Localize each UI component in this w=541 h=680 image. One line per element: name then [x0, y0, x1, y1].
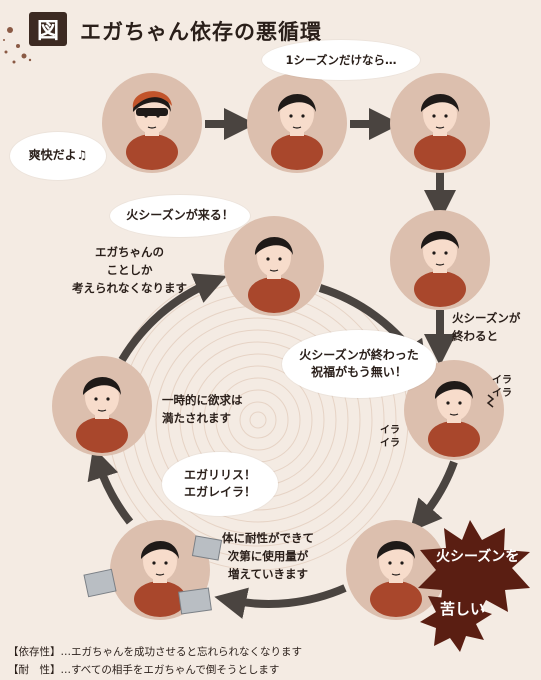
character-5-thinking: [224, 216, 324, 316]
character-7-satisfied: [52, 356, 152, 456]
character-4-excited: [390, 210, 490, 310]
bubble-one-season: 1シーズンだけなら…: [262, 40, 420, 80]
footer-tolerance: 【耐 性】…すべての相手をエガちゃんで倒そうとします: [8, 664, 280, 676]
stress-lines-icon: [486, 394, 495, 408]
footer-dependence: 【依存性】…エガちゃんを成功させると忘れられなくなります: [8, 646, 302, 658]
label-iraira-right: イラ イラ: [492, 375, 512, 399]
bubble-refreshing: 爽快だよ♫: [10, 132, 106, 180]
bubble-fire-season-coming: 火シーズンが来る！: [110, 195, 250, 237]
cycle-arrow-right: [409, 460, 458, 533]
cycle-arrow-left: [87, 446, 134, 525]
character-1-sunglasses: [102, 73, 202, 173]
label-only-ega: エガちゃんの ことしか 考えられなくなります: [72, 245, 187, 295]
label-season-ends: 火シーズンが 終わると: [452, 311, 521, 343]
bubble-blessing-gone: 火シーズンが終わった 祝福がもう無い！: [282, 330, 436, 398]
cycle-arrow-top-left: [118, 273, 227, 363]
burst-text-suffering: 苦しい: [440, 600, 486, 618]
character-3: [390, 73, 490, 173]
label-temporary-satisfaction: 一時的に欲求は 満たされます: [162, 393, 243, 425]
figure-mark: 図: [29, 12, 67, 46]
label-tolerance: 体に耐性ができて 次第に使用量が 増えていきます: [222, 531, 314, 581]
character-2-hesitant: [247, 73, 347, 173]
card-stack-icon: [83, 535, 223, 615]
burst-text-fire-season: 火シーズンを: [436, 549, 520, 565]
page-title: エガちゃん依存の悪循環: [80, 20, 322, 44]
bubble-egarilis: エガリリス！ エガレイラ！: [162, 452, 278, 516]
ink-splatter-decoration: [3, 27, 32, 64]
character-6-frustrated: [404, 360, 504, 460]
cycle-arrow-bottom: [214, 584, 347, 619]
character-9-suffering: [346, 520, 446, 620]
suffering-burst: [418, 520, 530, 652]
header: 図 エガちゃん依存の悪循環: [0, 0, 541, 64]
label-iraira-left: イラ イラ: [380, 425, 400, 449]
